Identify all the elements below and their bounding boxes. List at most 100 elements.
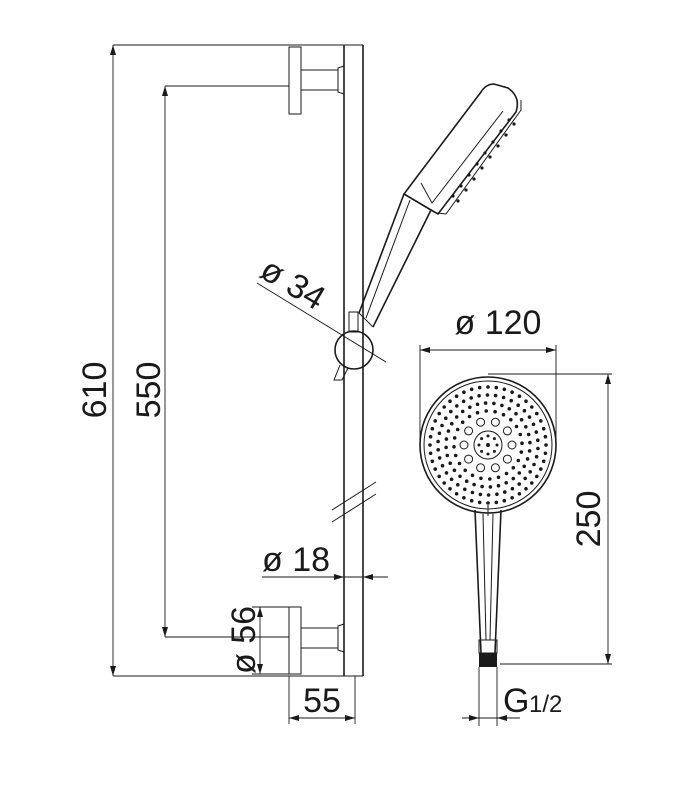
spray-hole <box>536 438 540 443</box>
spray-hole <box>517 471 522 475</box>
spray-hole <box>462 496 466 500</box>
spray-hole <box>472 482 476 487</box>
spray-hole <box>528 470 532 474</box>
spray-hole <box>541 459 546 464</box>
spray-hole <box>514 411 518 416</box>
spray-hole <box>536 446 540 451</box>
dimension-bracket-depth-label: 55 <box>303 682 341 720</box>
spray-hole <box>455 427 460 432</box>
spray-hole <box>449 477 454 482</box>
spray-hole <box>448 461 453 466</box>
slider-ball-joint <box>333 311 374 381</box>
spray-hole <box>476 463 486 473</box>
spray-hole <box>478 492 483 497</box>
spray-hole <box>475 402 480 407</box>
spray-hole <box>527 449 532 453</box>
spray-hole <box>468 405 472 410</box>
dimension-thread-label: G <box>503 682 529 720</box>
spray-hole <box>460 420 465 425</box>
dimension-slider-diameter-label: ø 34 <box>254 250 332 318</box>
spray-hole <box>517 394 522 399</box>
dimension-thread-fraction: 1/2 <box>529 691 562 718</box>
spray-hole <box>469 396 474 400</box>
dimension-handshower-length: 250 <box>488 373 612 665</box>
spray-hole <box>433 467 438 471</box>
spray-hole <box>452 436 457 440</box>
spray-hole <box>483 401 488 405</box>
spray-holes <box>428 385 548 505</box>
spray-hole <box>486 501 490 505</box>
spray-hole <box>527 415 532 419</box>
spray-hole <box>531 422 536 427</box>
spray-hole <box>454 492 459 496</box>
spray-hole <box>437 474 442 479</box>
spray-hole <box>528 440 532 445</box>
spray-hole <box>436 439 440 444</box>
spray-hole <box>511 476 516 481</box>
spray-hole <box>469 498 474 503</box>
spray-hole <box>502 498 507 503</box>
spray-hole <box>526 432 531 437</box>
spray-hole <box>534 454 539 459</box>
spray-hole <box>480 484 484 489</box>
spray-hole <box>477 385 482 390</box>
spray-hole <box>490 463 500 473</box>
spray-hole <box>490 417 500 427</box>
spray-hole <box>493 409 497 414</box>
spray-hole <box>502 387 507 392</box>
spray-hole <box>437 456 442 460</box>
spray-hole <box>463 487 467 492</box>
spray-hole <box>457 461 462 466</box>
dimension-550-label: 550 <box>130 362 168 419</box>
spray-hole <box>500 403 504 408</box>
spray-hole <box>510 486 515 491</box>
spray-hole <box>524 399 528 404</box>
spray-hole <box>496 483 501 488</box>
spray-hole <box>430 459 435 464</box>
spray-hole <box>452 445 456 449</box>
spray-hole <box>503 490 507 494</box>
spray-hole <box>522 464 526 469</box>
spray-hole <box>452 468 457 473</box>
spray-hole <box>488 485 493 489</box>
handshower-side-view <box>358 83 522 328</box>
spray-hole <box>460 409 465 414</box>
spray-hole <box>519 450 524 454</box>
dimension-slider-diameter: ø 34 <box>254 250 387 363</box>
spray-hole <box>502 426 512 436</box>
spray-hole <box>516 458 521 463</box>
spray-hole <box>504 471 509 476</box>
spray-hole <box>477 394 481 398</box>
spray-hole <box>519 417 524 422</box>
spray-hole <box>484 409 489 413</box>
spray-hole <box>504 481 509 485</box>
spray-hole <box>428 443 432 447</box>
spray-hole <box>486 443 490 447</box>
dimension-head-diameter-label: ø 120 <box>455 304 542 342</box>
spray-hole <box>488 477 492 481</box>
spray-hole <box>469 387 474 392</box>
bottom-wall-bracket <box>288 606 345 675</box>
spray-hole <box>444 471 449 475</box>
spray-hole <box>501 395 506 400</box>
spray-hole <box>516 403 520 408</box>
spray-hole <box>543 434 548 439</box>
spray-hole <box>454 394 459 399</box>
spray-hole <box>462 390 466 395</box>
spray-hole <box>523 476 527 481</box>
spray-hole <box>442 405 447 409</box>
spray-hole <box>445 453 450 458</box>
spray-hole <box>430 426 435 431</box>
dimension-bracket-depth: 55 <box>288 676 356 724</box>
spray-hole <box>541 426 546 431</box>
spray-hole <box>485 393 490 397</box>
spray-hole <box>467 414 472 419</box>
spray-hole <box>492 401 496 406</box>
spray-hole <box>530 405 534 409</box>
spray-hole <box>486 434 490 438</box>
spray-hole <box>455 404 459 408</box>
spray-hole <box>518 432 523 437</box>
spray-hole <box>539 467 543 471</box>
handshower-front-view <box>419 376 557 667</box>
